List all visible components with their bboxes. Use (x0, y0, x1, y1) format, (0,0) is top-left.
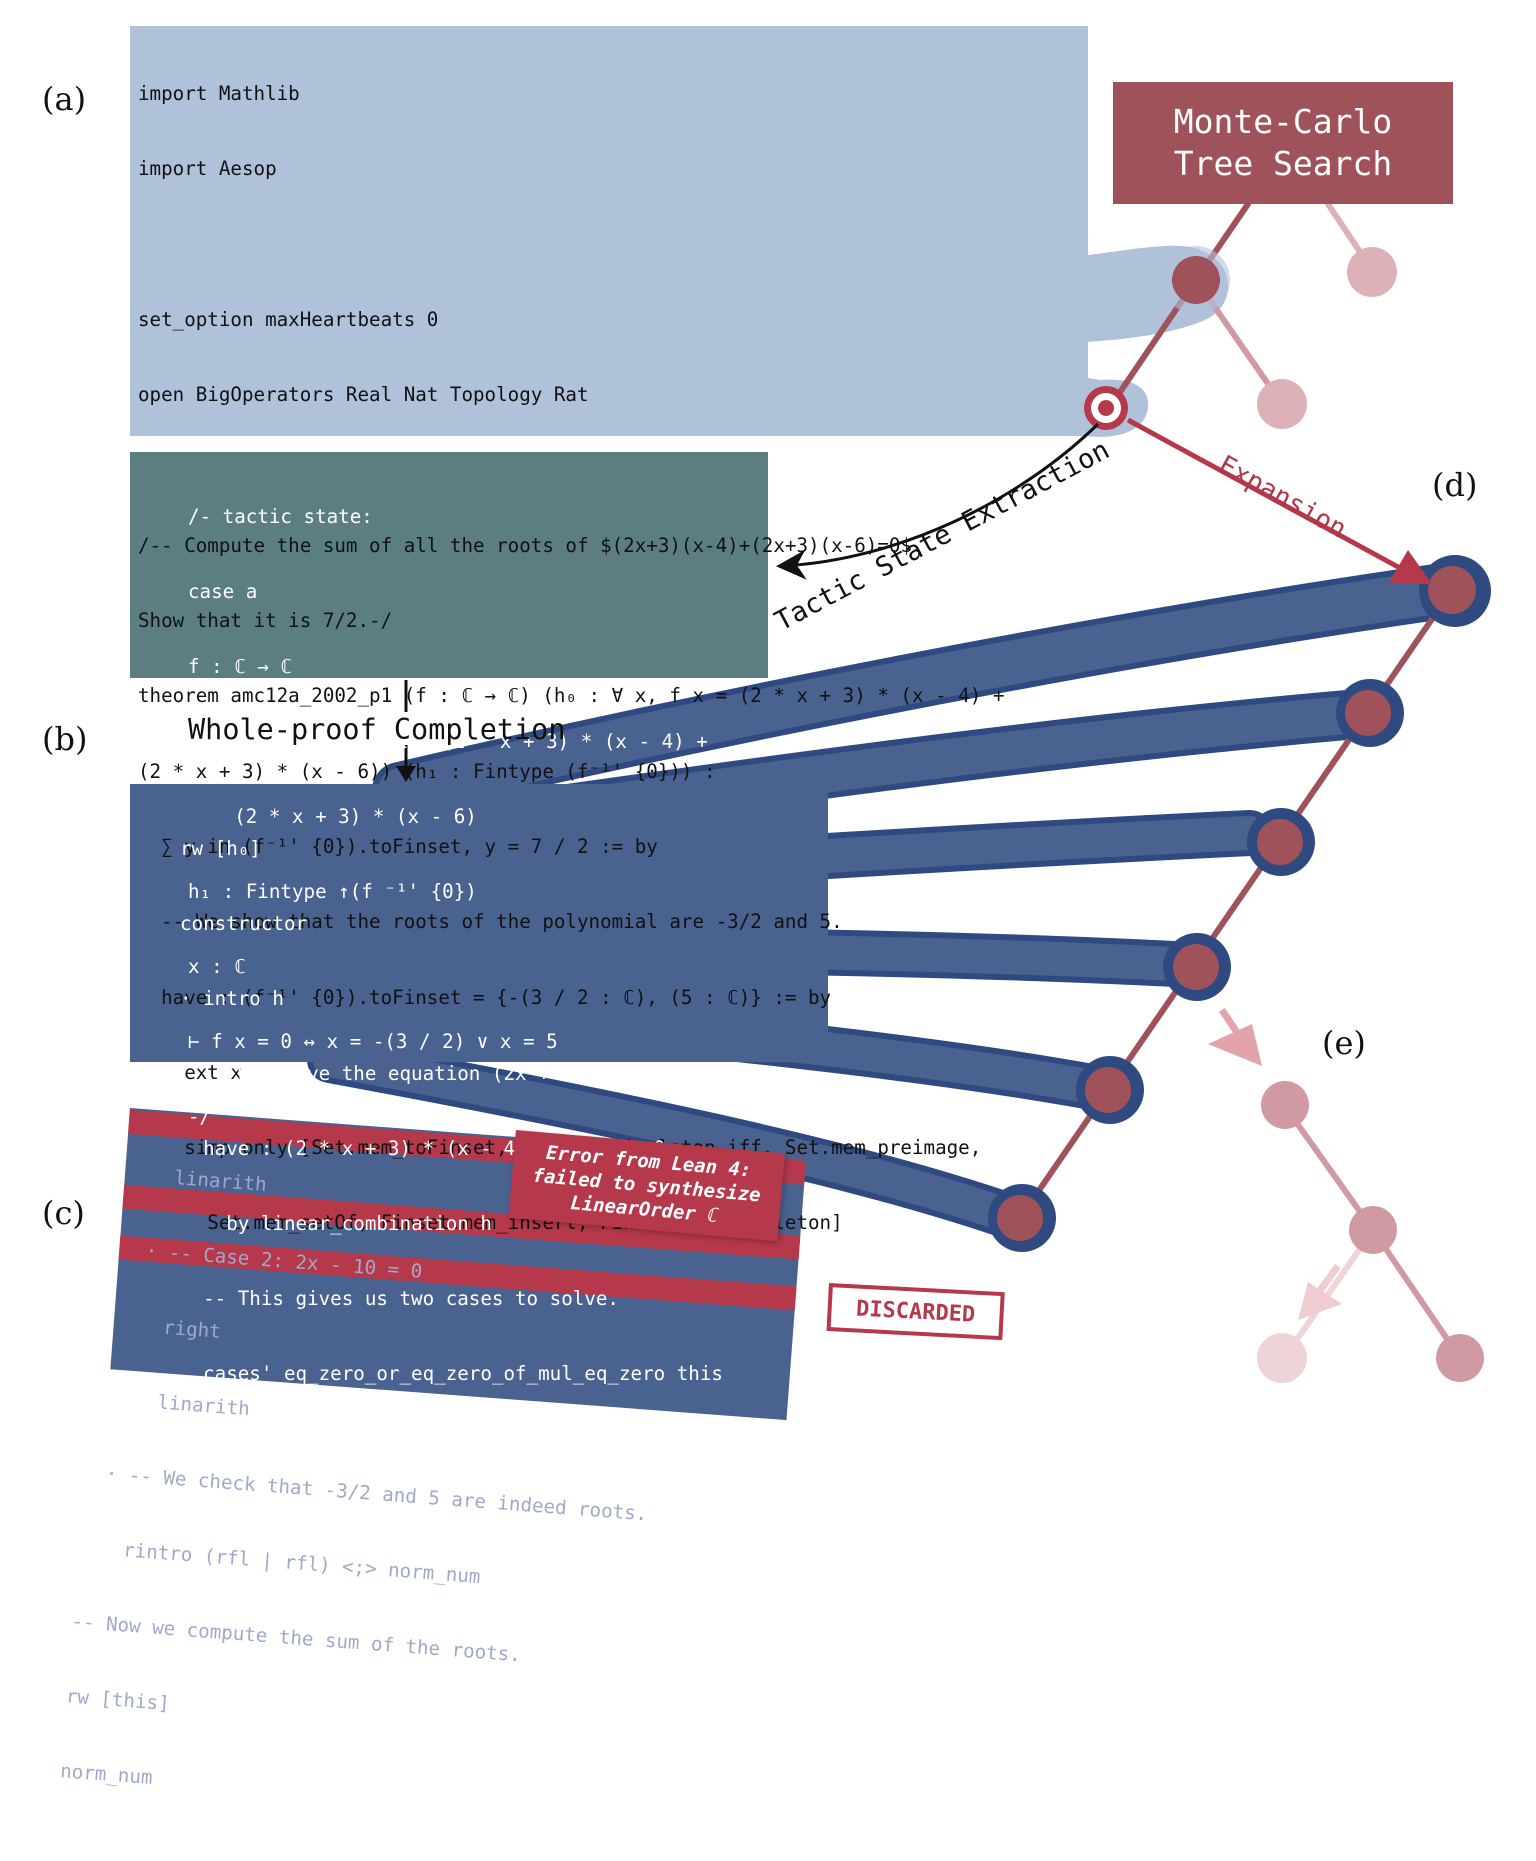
code-line: x : ℂ (188, 955, 246, 978)
code-line: cases' eq_zero_or_eq_zero_of_mul_eq_zero… (180, 1362, 723, 1385)
label-b: (b) (42, 720, 88, 758)
code-line: theorem amc12a_2002_p1 (f : ℂ → ℂ) (h₀ :… (138, 684, 1005, 708)
tree-node (1257, 819, 1303, 865)
code-panel-a: import Mathlib import Aesop ​ set_option… (138, 31, 1004, 1261)
code-line: Show that it is 7/2.-/ (138, 609, 393, 633)
panel-b-background (130, 784, 828, 1062)
code-line: import Mathlib (138, 82, 300, 106)
tactic-state-panel (130, 452, 768, 678)
code-line: open BigOperators Real Nat Topology Rat (138, 383, 589, 407)
code-line: /- tactic state: (188, 505, 373, 528)
code-line: -- We show that the roots of the polynom… (138, 910, 843, 934)
code-line: ​ (138, 232, 1004, 257)
code-line: -- We solve the equation (2x + 3)[2x - 1… (180, 1062, 747, 1085)
mcts-title-line-2: Tree Search (1173, 144, 1393, 183)
tree-node (1261, 1081, 1309, 1129)
code-line: · -- Case 2: 2x - 10 = 0 (98, 1235, 424, 1283)
tree-node (1172, 256, 1220, 304)
code-line: ∑ y in (f⁻¹' {0}).toFinset, y = 7 / 2 :=… (138, 835, 658, 858)
tree-node (1257, 379, 1307, 429)
code-line: ⊢ f x = 0 ↔ x = -(3 / 2) ∨ x = 5 (188, 1030, 558, 1053)
code-line: -/ (188, 1105, 212, 1128)
code-line: set_option maxHeartbeats 0 (138, 308, 439, 332)
tree-node (1436, 1334, 1484, 1382)
label-a: (a) (42, 80, 87, 118)
code-line: · intro h (180, 987, 284, 1010)
tree-node (1347, 247, 1397, 297)
code-line: rw [h₀] (180, 837, 261, 860)
code-line: f : ℂ → ℂ (188, 655, 292, 678)
label-c: (c) (42, 1194, 85, 1232)
code-line: h₁ : Fintype ↑(f ⁻¹' {0}) (188, 880, 477, 903)
code-line: (2 * x + 3) * (x - 6)) (h₁ : Fintype (f⁻… (138, 759, 716, 783)
code-line: import Aesop (138, 157, 277, 181)
label-d: (d) (1432, 466, 1478, 504)
panel-a-background (130, 26, 1088, 436)
tree-node (1428, 566, 1476, 614)
code-line: by linear_combination h (180, 1212, 492, 1235)
tree-node (1345, 690, 1391, 736)
code-line: have : (f⁻¹' {0}).toFinset = {-(3 / 2 : … (138, 985, 832, 1009)
whole-proof-completion-label: Whole-proof Completion (188, 713, 566, 746)
expansion-arrow (1126, 417, 1432, 584)
target-node-icon (1084, 386, 1128, 430)
tree-node (997, 1195, 1043, 1241)
code-line: (2 * x + 3) * (x - 6) (188, 805, 477, 828)
code-line: /-- Compute the sum of all the roots of … (138, 533, 924, 557)
mcts-tree-nodes (997, 247, 1484, 1383)
tree-node (1257, 1333, 1307, 1383)
mcts-title-box: Monte-Carlo Tree Search (1113, 82, 1453, 204)
mcts-title-line-1: Monte-Carlo (1173, 102, 1393, 141)
code-line: constructor (180, 912, 308, 935)
code-line: norm_num (59, 1759, 154, 1790)
tactic-state-extraction-arrow (776, 422, 1100, 580)
discarded-stamp: DISCARDED (826, 1283, 1005, 1341)
whole-proof-completion-arrow (396, 680, 416, 782)
label-e: (e) (1322, 1024, 1366, 1062)
code-line: -- This gives us two cases to solve. (180, 1287, 619, 1310)
code-line: have : (2 * x + 3) * (x - 4 + x - 6) = 0… (180, 1137, 700, 1160)
code-line: case a (188, 580, 258, 603)
code-line: rw [this] (65, 1684, 171, 1716)
tactic-state-code: /- tactic state: case a f : ℂ → ℂ h₀ : ∀… (188, 454, 708, 1154)
tree-node (1349, 1206, 1397, 1254)
code-line: right (93, 1310, 222, 1343)
code-line: h₀ : ∀ (x : ℂ), f x = (2 * x + 3) * (x -… (188, 730, 708, 753)
tree-node (1173, 944, 1219, 990)
tree-node (1085, 1067, 1131, 1113)
code-line: ext x (138, 1060, 242, 1084)
faded-expansion-arrows (1208, 1008, 1342, 1320)
